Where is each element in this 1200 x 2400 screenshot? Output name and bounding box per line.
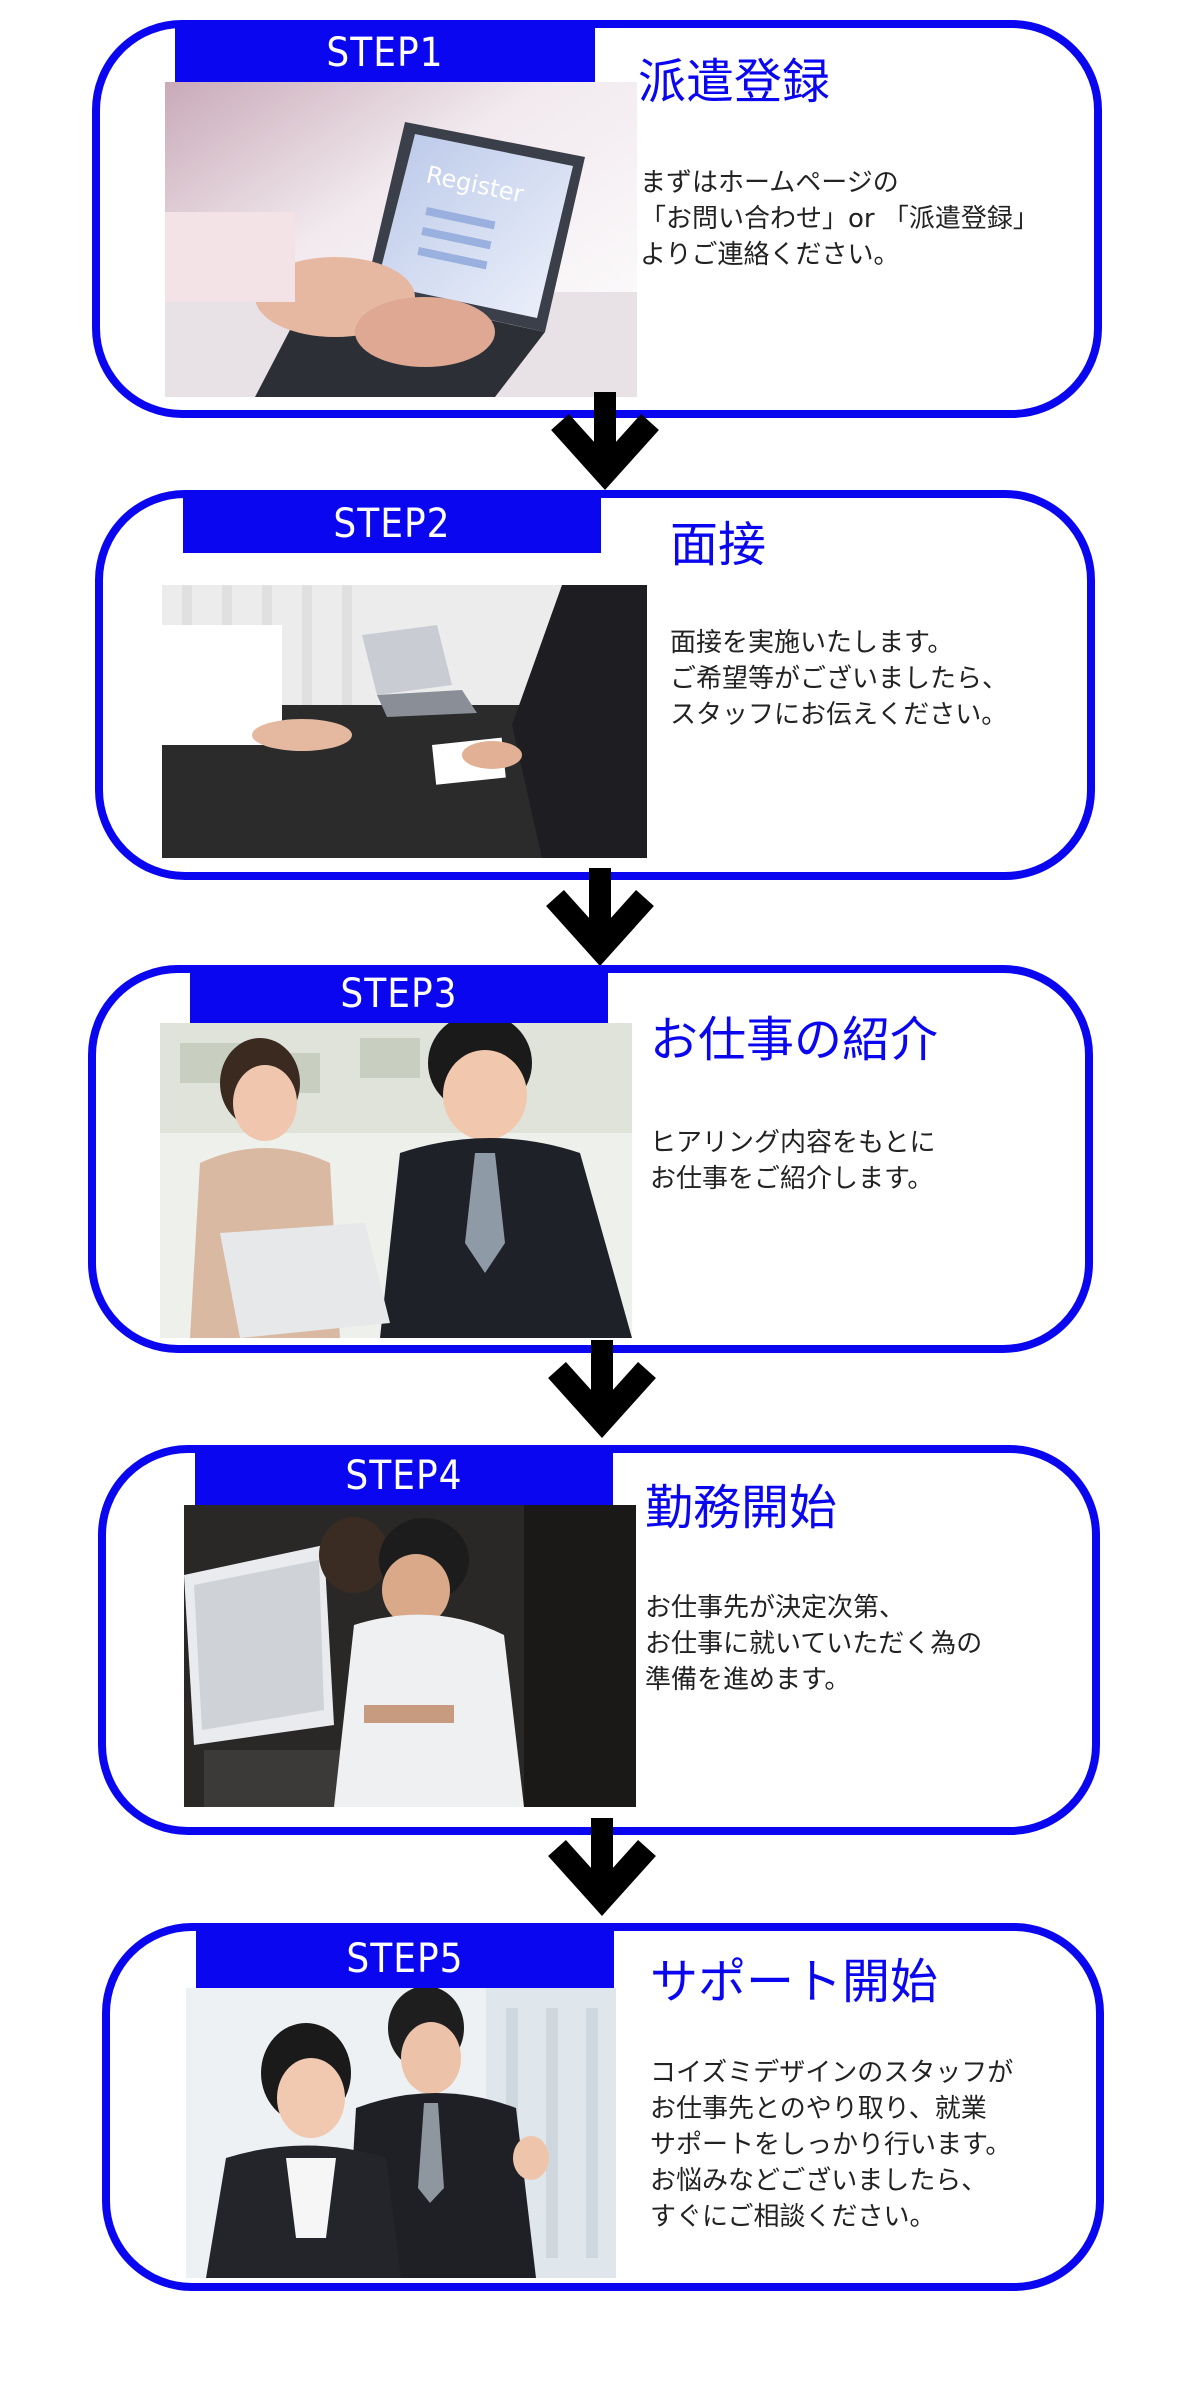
step5-photo bbox=[186, 1988, 616, 2278]
step1-desc: まずはホームページの 「お問い合わせ」or 「派遣登録」 よりご連絡ください。 bbox=[640, 168, 1039, 270]
step4-desc: お仕事先が決定次第、 お仕事に就いていただく為の 準備を進めます。 bbox=[645, 1593, 983, 1695]
step5-desc: コイズミデザインのスタッフが お仕事先とのやり取り、就業 サポートをしっかり行い… bbox=[650, 2058, 1014, 2232]
down-arrow-icon bbox=[540, 392, 670, 512]
step3-desc: ヒアリング内容をもとに お仕事をご紹介します。 bbox=[650, 1128, 936, 1194]
step4-label: STEP4 bbox=[195, 1447, 613, 1505]
step3-title: お仕事の紹介 bbox=[650, 1012, 939, 1068]
step4-photo bbox=[184, 1505, 636, 1807]
down-arrow-icon bbox=[537, 1340, 667, 1460]
step3-label: STEP3 bbox=[190, 965, 608, 1023]
step2-desc: 面接を実施いたします。 ご希望等がございましたら、 スタッフにお伝えください。 bbox=[670, 628, 1009, 730]
down-arrow-icon bbox=[535, 868, 665, 988]
down-arrow-icon bbox=[537, 1818, 667, 1938]
step2-title: 面接 bbox=[670, 517, 767, 573]
step2-photo bbox=[162, 585, 647, 858]
step4-title: 勤務開始 bbox=[645, 1480, 838, 1536]
step3-photo bbox=[160, 1023, 632, 1338]
step1-label: STEP1 bbox=[175, 24, 595, 82]
step1-photo: Register bbox=[165, 82, 637, 397]
step5-title: サポート開始 bbox=[650, 1954, 939, 2010]
step2-label: STEP2 bbox=[183, 495, 601, 553]
step5-label: STEP5 bbox=[196, 1930, 614, 1988]
step1-title: 派遣登録 bbox=[638, 54, 831, 110]
